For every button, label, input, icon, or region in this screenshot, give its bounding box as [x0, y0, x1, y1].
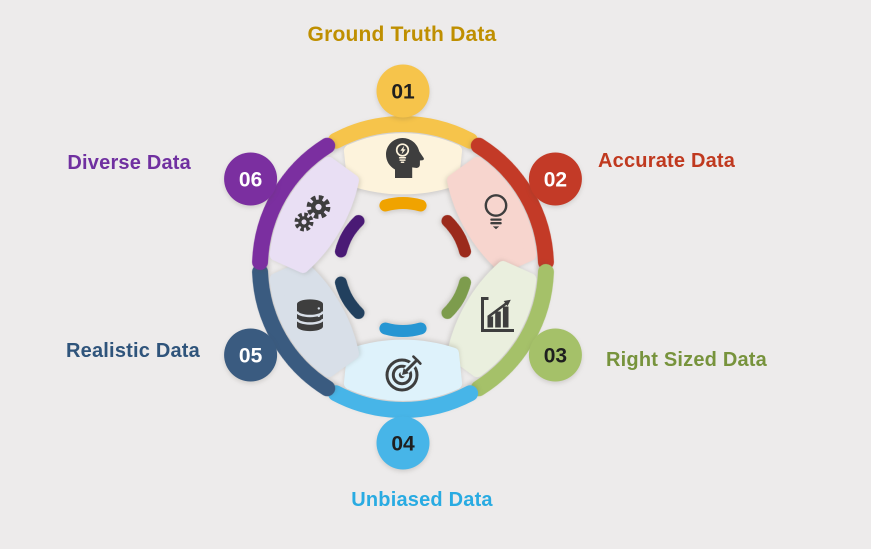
gears-icon [294, 195, 331, 232]
badge-circle [528, 328, 582, 382]
inner-arc [385, 203, 420, 205]
number-badge-04: 04 [376, 416, 430, 470]
badge-number: 06 [239, 169, 262, 192]
label-unbiased-data: Unbiased Data [351, 489, 493, 511]
inner-arc [385, 329, 420, 331]
badge-number: 02 [544, 169, 567, 192]
number-badge-03: 03 [528, 328, 582, 382]
bar-chart-icon [481, 297, 514, 332]
badge-circle [376, 416, 430, 470]
number-badge-01: 01 [376, 64, 430, 118]
number-badge-02: 02 [528, 152, 582, 206]
label-realistic-data: Realistic Data [66, 340, 200, 362]
database-icon [295, 299, 325, 332]
wedge-shape [266, 157, 362, 274]
badge-circle [528, 152, 582, 206]
lightbulb-icon [484, 194, 508, 230]
number-badge-05: 05 [224, 328, 278, 382]
badge-number: 04 [391, 433, 415, 456]
number-badge-06: 06 [224, 152, 278, 206]
badge-number: 03 [544, 345, 567, 368]
label-accurate-data: Accurate Data [598, 150, 736, 172]
head-idea-icon [386, 138, 424, 178]
badge-circle [224, 328, 278, 382]
badge-circle [376, 64, 430, 118]
badge-number: 01 [391, 81, 415, 104]
label-right-sized-data: Right Sized Data [606, 349, 767, 371]
badge-number: 05 [239, 345, 263, 368]
label-diverse-data: Diverse Data [67, 152, 191, 174]
badge-circle [224, 152, 278, 206]
target-icon [385, 354, 423, 392]
label-ground-truth-data: Ground Truth Data [307, 23, 497, 46]
